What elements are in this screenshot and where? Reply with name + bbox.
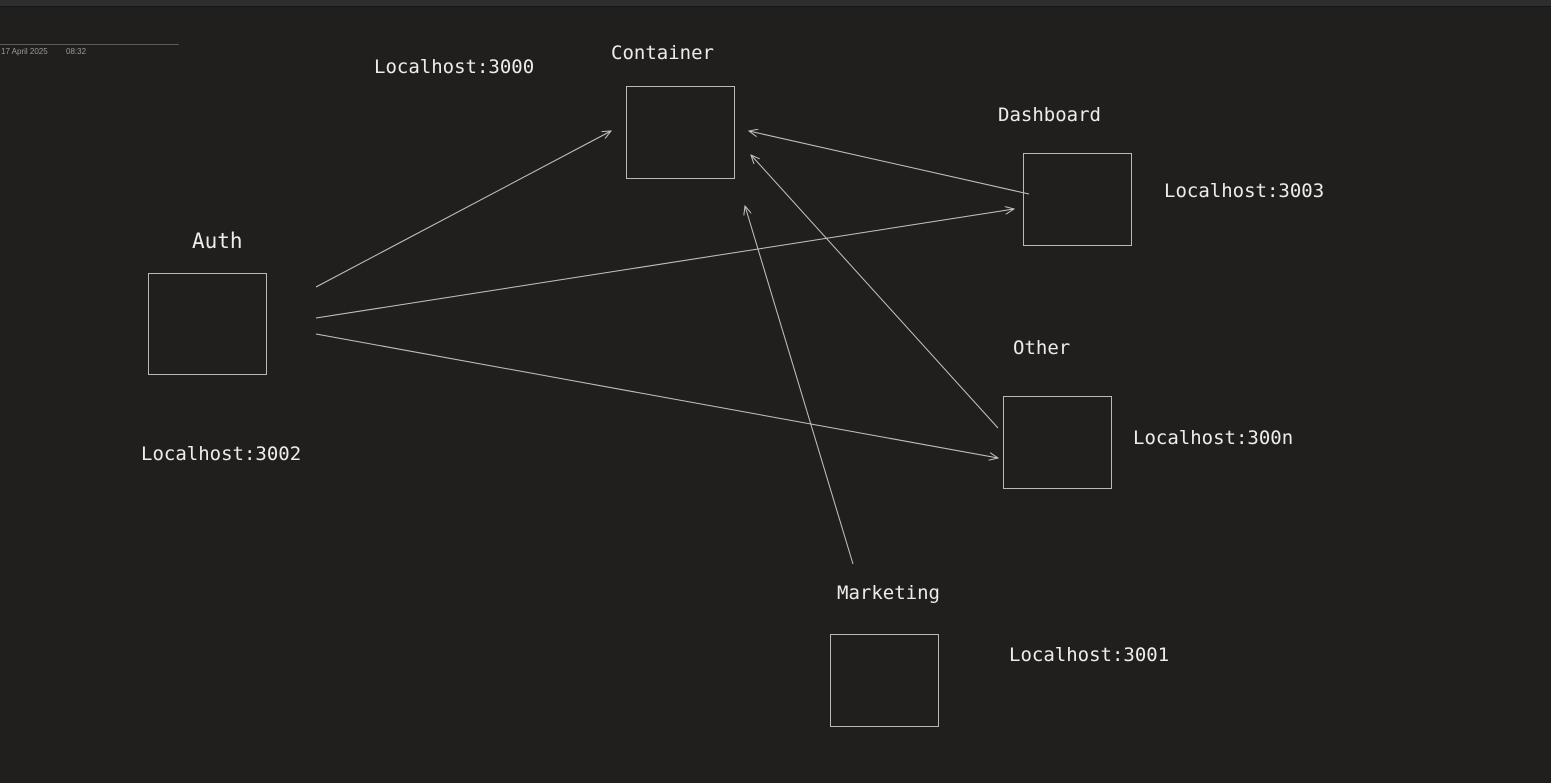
- other-box[interactable]: [1003, 396, 1112, 489]
- dashboard-box[interactable]: [1023, 153, 1132, 246]
- arrow-marketing-to-container[interactable]: [745, 206, 854, 565]
- dashboard-port-label: Localhost:3003: [1164, 180, 1324, 202]
- node-auth[interactable]: Auth Localhost:3002: [141, 229, 301, 465]
- canvas-date: 17 April 2025: [1, 47, 48, 56]
- meta-divider: [0, 44, 179, 45]
- arrow-auth-to-other[interactable]: [315, 333, 998, 458]
- marketing-box[interactable]: [830, 634, 939, 727]
- marketing-label: Marketing: [837, 582, 940, 604]
- node-dashboard[interactable]: Dashboard Localhost:3003: [998, 104, 1324, 246]
- canvas-time: 08:32: [66, 47, 87, 56]
- other-port-label: Localhost:300n: [1133, 427, 1293, 449]
- arrow-auth-to-container[interactable]: [315, 131, 611, 288]
- container-port-label: Localhost:3000: [374, 56, 534, 78]
- edges: [315, 131, 1030, 565]
- auth-box[interactable]: [148, 273, 267, 375]
- container-label: Container: [611, 42, 714, 64]
- node-other[interactable]: Other Localhost:300n: [1003, 337, 1294, 489]
- window-top-bar: [0, 0, 1551, 7]
- dashboard-label: Dashboard: [998, 104, 1101, 126]
- container-box[interactable]: [626, 86, 735, 179]
- auth-label: Auth: [192, 229, 243, 253]
- arrow-dashboard-to-container[interactable]: [749, 131, 1030, 195]
- auth-port-label: Localhost:3002: [141, 443, 301, 465]
- node-container[interactable]: Container Localhost:3000: [374, 42, 735, 179]
- arrow-auth-to-dashboard[interactable]: [315, 209, 1014, 319]
- node-marketing[interactable]: Marketing Localhost:3001: [830, 582, 1170, 727]
- arrow-other-to-container[interactable]: [751, 155, 999, 429]
- marketing-port-label: Localhost:3001: [1009, 644, 1169, 666]
- other-label: Other: [1013, 337, 1070, 359]
